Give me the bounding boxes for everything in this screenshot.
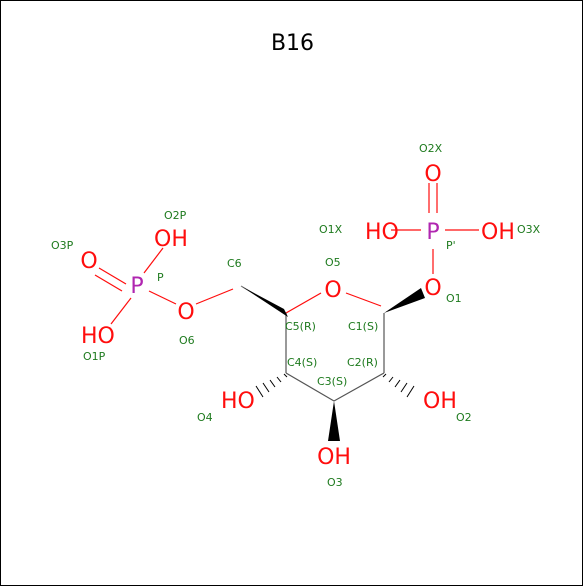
label-o2p: O2P (164, 209, 187, 222)
wedge-c6 (241, 286, 288, 317)
atom-o2p: OH (154, 227, 188, 252)
label-o3x: O3X (517, 223, 541, 236)
atom-p-prime: P (426, 220, 439, 245)
hash-c2-o2 (382, 373, 415, 398)
bond-p-o3p-2 (94, 274, 123, 292)
bond-p-o1p (110, 297, 132, 325)
label-o3: O3 (327, 476, 343, 489)
atom-o1: O (424, 276, 441, 301)
atom-o2x: O (424, 162, 441, 187)
label-c6: C6 (227, 257, 242, 270)
atom-p: P (130, 274, 143, 299)
label-o1: O1 (446, 292, 462, 305)
label-o2x: O2X (419, 142, 443, 155)
label-p-prime: P' (446, 239, 456, 252)
wedge-c3-o3 (328, 401, 340, 441)
bond-p-o3p-1 (98, 267, 127, 285)
label-c4: C4(S) (287, 356, 317, 369)
label-c2: C2(R) (347, 356, 378, 369)
atom-o3x: OH (481, 220, 515, 245)
bond-c1-o5 (345, 292, 382, 307)
label-o5: O5 (325, 256, 341, 269)
label-o3p: O3P (51, 239, 74, 252)
atom-o1p: HO (81, 324, 115, 349)
atom-symbols: O P HO OH O O OH O P HO O HO OH OH (80, 162, 515, 470)
label-o4: O4 (197, 411, 213, 424)
atom-labels: O2X O1X O3X P' O1 O5 C6 O2P O3P P O1P O6… (51, 142, 541, 489)
hash-c4-o4 (255, 373, 288, 398)
bond-c4-c3 (285, 372, 335, 402)
bond-p-o2p (143, 247, 164, 274)
diagram-title: B16 (270, 31, 315, 56)
atom-o6: O (177, 300, 194, 325)
wedge-c1-o1 (384, 288, 425, 313)
label-o1p: O1P (83, 350, 106, 363)
label-c5: C5(R) (285, 320, 316, 333)
atom-o4: HO (221, 389, 255, 414)
label-o6: O6 (179, 334, 195, 347)
atom-o3p: O (80, 249, 97, 274)
bonds (94, 183, 479, 402)
bond-c6-o6 (195, 288, 234, 305)
label-o1x: O1X (319, 223, 343, 236)
atom-o1x: HO (365, 220, 399, 245)
atom-o3: OH (317, 445, 351, 470)
atom-o2: OH (423, 389, 457, 414)
bond-o6-p (148, 290, 177, 305)
bond-c3-c2 (333, 372, 385, 402)
bond-o5-c5 (285, 292, 322, 314)
label-c1: C1(S) (348, 320, 378, 333)
atom-o5: O (324, 278, 341, 303)
label-o2: O2 (456, 411, 472, 424)
label-c3: C3(S) (317, 375, 347, 388)
label-p: P (157, 271, 164, 284)
stereo-bonds (241, 286, 425, 441)
